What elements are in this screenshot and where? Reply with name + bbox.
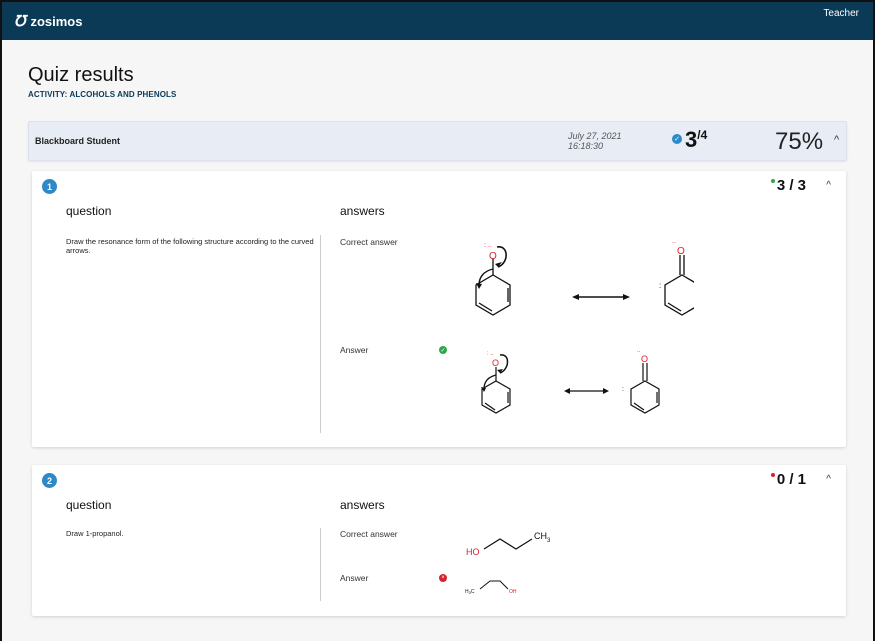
methyl-group: CH3 <box>534 531 551 544</box>
student-answer-structure: H3C OH <box>465 580 517 595</box>
score-status-dot <box>770 472 775 477</box>
carbon-chain <box>479 580 509 590</box>
student-answer-structure: O : .. O .. : <box>481 348 660 414</box>
submission-date-day: July 27, 2021 <box>568 131 622 141</box>
carbanion-lone-pair: : <box>622 386 624 393</box>
column-divider <box>320 528 321 601</box>
methyl-group: H3C <box>465 589 475 595</box>
question-number-badge: 2 <box>42 473 57 488</box>
arrow-head <box>572 294 579 300</box>
question-column-header: question <box>66 204 112 218</box>
question-text: Draw the resonance form of the following… <box>66 237 314 255</box>
column-divider <box>320 235 321 433</box>
brand[interactable]: ℧ zosimos <box>14 12 82 30</box>
student-name: Blackboard Student <box>35 136 121 146</box>
curved-arrow <box>496 246 507 268</box>
lone-pairs: .. <box>672 238 676 245</box>
collapse-chevron-icon[interactable]: ^ <box>826 474 831 485</box>
answers-column-header: answers <box>340 204 385 218</box>
hydroxyl-group: HO <box>466 547 480 557</box>
hydroxyl-group: OH <box>509 589 517 595</box>
total-score: ✓ 3 /4 <box>672 127 708 152</box>
zosimos-logo-icon: ℧ <box>14 13 26 30</box>
correct-answer-structure: O : .. O .. : <box>475 238 694 316</box>
collapse-chevron-icon[interactable]: ^ <box>834 134 840 146</box>
oxygen-atom: O <box>492 358 499 368</box>
carbon-chain <box>483 538 533 550</box>
arrow-head <box>564 388 570 394</box>
main-content: Quiz results ACTIVITY: ALCOHOLS AND PHEN… <box>2 64 873 616</box>
ring <box>664 274 694 316</box>
lone-pairs: .. <box>637 348 641 354</box>
oxygen-atom: O <box>489 251 497 262</box>
correct-answer-label: Correct answer <box>340 529 398 539</box>
arrow-head <box>495 262 502 267</box>
curved-arrow <box>478 268 494 286</box>
ring-double-bond <box>667 302 682 312</box>
lone-pairs: : .. <box>484 242 492 249</box>
question-card-2: 2 0 / 1 ^ question answers Draw 1-propan… <box>32 465 846 616</box>
question-column-header: question <box>66 498 112 512</box>
page-title: Quiz results <box>28 64 134 86</box>
question-card-1: 1 3 / 3 ^ question answers Draw the reso… <box>32 171 846 447</box>
oxygen-atom: O <box>677 246 685 257</box>
benzene-ring <box>481 380 511 414</box>
oxygen-atom: O <box>641 354 648 364</box>
curved-arrow <box>499 354 509 374</box>
arrow-head <box>476 283 482 289</box>
ring-double-bond <box>478 302 493 312</box>
arrow-head <box>623 294 630 300</box>
arrow-head <box>481 387 486 392</box>
total-score-value: 3 <box>685 127 698 152</box>
answer-label: Answer <box>340 573 369 583</box>
arrow-head <box>603 388 609 394</box>
collapse-chevron-icon[interactable]: ^ <box>826 180 831 191</box>
correct-answer-structure: HO CH3 <box>466 531 551 557</box>
submission-date: July 27, 2021 16:18:30 <box>568 131 622 151</box>
arrow-head <box>497 369 503 373</box>
user-role-menu[interactable]: Teacher <box>823 8 859 19</box>
question-text: Draw 1-propanol. <box>66 529 124 538</box>
submission-date-time: 16:18:30 <box>568 141 604 151</box>
benzene-ring <box>475 274 511 316</box>
ring-double-bond <box>633 402 645 411</box>
answers-column-header: answers <box>340 498 385 512</box>
correct-answer-label: Correct answer <box>340 237 398 247</box>
check-circle-icon: ✓ <box>672 134 682 144</box>
error-circle-icon: × <box>439 574 447 582</box>
question-score-value: 0 / 1 <box>776 471 806 488</box>
answer-label: Answer <box>340 345 369 355</box>
check-circle-icon: ✓ <box>439 346 447 354</box>
question-score: 0 / 1 <box>770 471 806 488</box>
activity-label: ACTIVITY: ALCOHOLS AND PHENOLS <box>28 90 177 99</box>
top-bar: ℧ zosimos Teacher <box>2 2 873 40</box>
carbanion-lone-pair: : <box>659 281 661 290</box>
curved-arrow <box>483 374 497 390</box>
score-percent: 75% <box>775 128 824 155</box>
brand-name: zosimos <box>30 13 83 29</box>
score-status-dot <box>770 178 775 183</box>
ring-double-bond <box>484 402 496 411</box>
lone-pairs: : .. <box>487 351 494 357</box>
question-number-badge: 1 <box>42 179 57 194</box>
ring <box>630 380 660 414</box>
student-result-header[interactable]: Blackboard Student July 27, 2021 16:18:3… <box>28 121 847 161</box>
question-score: 3 / 3 <box>770 177 806 194</box>
question-score-value: 3 / 3 <box>776 177 806 194</box>
total-score-max: /4 <box>697 128 708 142</box>
